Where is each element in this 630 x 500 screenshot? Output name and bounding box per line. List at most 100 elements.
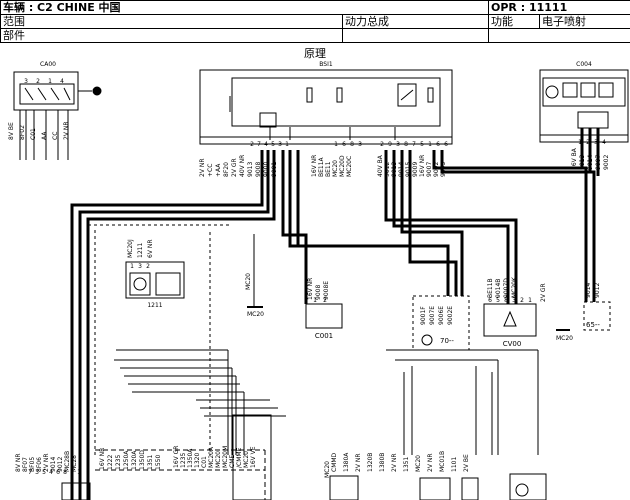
c65-body — [583, 301, 611, 331]
wire-label: 9009 — [412, 162, 419, 177]
empty-cell — [341, 28, 490, 43]
c70-label: 70-- — [440, 337, 454, 345]
wire-label: 1211 — [137, 243, 144, 258]
wire-label: 9007 — [595, 155, 602, 170]
wire-label: 8F06 — [36, 457, 43, 472]
pin-label: 7 — [257, 141, 261, 148]
pin-label: 2 — [146, 263, 150, 270]
harness-wire — [440, 150, 596, 302]
bsi1-connector — [259, 112, 277, 128]
pump-box — [509, 473, 547, 500]
pin-label: 1 — [130, 263, 134, 270]
harness-wire — [384, 150, 518, 304]
wire-label: MC20 — [215, 451, 222, 468]
harness-wire — [86, 150, 276, 500]
pin-label: 2 — [36, 78, 40, 85]
wire-label: 1250A — [123, 450, 130, 470]
wire-label: 9002 — [603, 155, 610, 170]
wire-label: 9014 — [587, 155, 594, 170]
pin-label: 5 — [496, 297, 500, 304]
pin-label: 7 — [28, 469, 32, 476]
wire-label: 9006E — [438, 306, 445, 325]
pin-label: 7 — [412, 141, 416, 148]
pin-label: 8 — [404, 141, 408, 148]
pin-label: 3 — [512, 297, 516, 304]
bottom-left-connector — [61, 482, 91, 500]
wire-label: MC20 — [332, 160, 339, 177]
temp-icon — [598, 82, 614, 98]
wire-label: 1101 — [451, 457, 458, 472]
mc20-label: MC20 — [245, 273, 252, 290]
c1211-body — [125, 261, 185, 299]
cv00-label: CV00 — [503, 340, 522, 348]
wire-label: 9013 — [579, 155, 586, 170]
wire-label: 1550 — [155, 455, 162, 470]
sensor-icon — [421, 334, 433, 346]
wire-label: +AA — [215, 163, 222, 177]
wire-label: 8V NR — [15, 454, 22, 473]
wire-label: 1222 — [107, 455, 114, 470]
mc20-label: MC20 — [247, 311, 264, 318]
function-label-cell: 功能 — [488, 14, 541, 29]
pin-label: 3 — [24, 78, 28, 85]
harness-wire — [400, 150, 464, 296]
wire-label: 8F02 — [19, 125, 26, 140]
wire-label: 16V NR — [419, 155, 426, 177]
wire-label: 16V NR — [307, 278, 314, 300]
c001-body — [305, 303, 343, 329]
ca00-inner — [19, 83, 75, 105]
wire-label: 16V NR — [99, 448, 106, 470]
wire-label: BE11A — [318, 156, 325, 177]
pin-label: 4 — [264, 141, 268, 148]
pin-label: 6 — [488, 297, 492, 304]
cv00-body — [483, 303, 537, 337]
pin-label: 2 — [70, 469, 74, 476]
wire-label: 1320B — [367, 453, 374, 472]
pin-label: 1 — [313, 297, 317, 304]
wire-label: 6V NR — [147, 240, 154, 259]
wire-label: 8V BE — [8, 122, 15, 140]
harness-wire — [432, 150, 588, 302]
wire-label: 9014 — [398, 162, 405, 177]
pin-label: 6 — [342, 141, 346, 148]
wire-label: C01 — [201, 456, 208, 468]
speed-icon — [580, 82, 596, 98]
wire-label: 9013 — [247, 162, 254, 177]
wire-label: 9001F — [420, 306, 427, 325]
horn-icon — [503, 310, 517, 327]
pin-label: 3 — [396, 141, 400, 148]
wire-label: 9007E — [429, 306, 436, 325]
pin-label: 1 — [528, 297, 532, 304]
wire-label: MC20C — [346, 156, 353, 177]
key-icon — [78, 86, 102, 96]
wire-label: MC20 — [243, 451, 250, 468]
wire-label: 9007D — [503, 278, 510, 298]
wire-label: /CMME — [236, 447, 243, 468]
wire-label: 9014 — [50, 457, 57, 472]
pin-label: 1 — [334, 141, 338, 148]
wire-label: 16V NR — [311, 155, 318, 177]
wire-label: BE11 — [325, 161, 332, 177]
pin-label: 8 — [350, 141, 354, 148]
wire-label: AA — [41, 131, 48, 140]
wire-label: 9005 — [440, 162, 447, 177]
wire-label: 2V GR — [231, 158, 238, 177]
wire-label: 9002E — [447, 306, 454, 325]
bottom-mid-box — [232, 414, 272, 500]
pin-label: 3 — [278, 141, 282, 148]
c004-label: C004 — [576, 61, 592, 68]
wire-label: 1350A — [187, 448, 194, 468]
wire-label: 9015 — [405, 162, 412, 177]
wire-label: 1235 — [115, 455, 122, 470]
gauge-icon — [545, 85, 559, 99]
wire-label: 9014B — [495, 279, 502, 298]
c001-label: C001 — [315, 332, 333, 340]
mc20-label: MC20 — [324, 461, 331, 478]
c004-display — [542, 77, 626, 107]
wire-label: 2V NR — [427, 454, 434, 473]
c004-body — [539, 69, 629, 143]
wire-label: MC20M — [222, 446, 229, 468]
wire-label: MC20A — [208, 446, 215, 468]
pin-label: 3 — [35, 469, 39, 476]
